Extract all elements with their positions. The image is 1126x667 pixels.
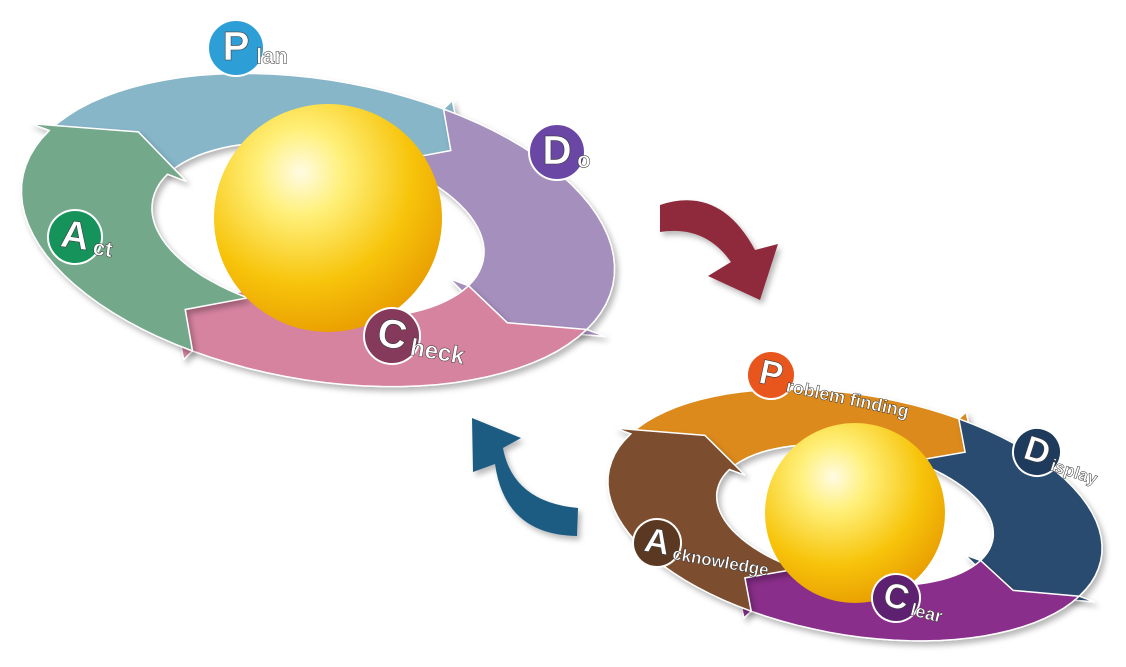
arrow-to-second-cycle bbox=[660, 200, 778, 300]
problem-finding-badge bbox=[746, 350, 796, 400]
connector-arrow-up bbox=[472, 418, 578, 536]
do-arrow-segment bbox=[385, 107, 616, 338]
plan-initial: P bbox=[222, 23, 249, 69]
clear-badge bbox=[871, 573, 921, 623]
do-badge bbox=[528, 123, 586, 181]
act-badge bbox=[47, 209, 103, 265]
act-label-text: ct bbox=[91, 235, 115, 263]
display-arrow-segment bbox=[910, 417, 1103, 603]
acknowledge-badge bbox=[632, 518, 682, 568]
plan-label-text: lan bbox=[256, 43, 288, 68]
plan-badge bbox=[207, 19, 265, 77]
do-label-text: o bbox=[577, 147, 590, 172]
connector-arrow-down bbox=[660, 200, 778, 300]
center-sphere bbox=[765, 423, 945, 603]
act-initial: A bbox=[58, 213, 92, 260]
do-initial: D bbox=[542, 127, 571, 173]
arrow-to-first-cycle bbox=[472, 418, 578, 536]
center-sphere bbox=[214, 104, 442, 332]
check-badge bbox=[363, 307, 421, 365]
display-badge bbox=[1012, 427, 1062, 477]
act-arrow-segment bbox=[20, 122, 251, 353]
